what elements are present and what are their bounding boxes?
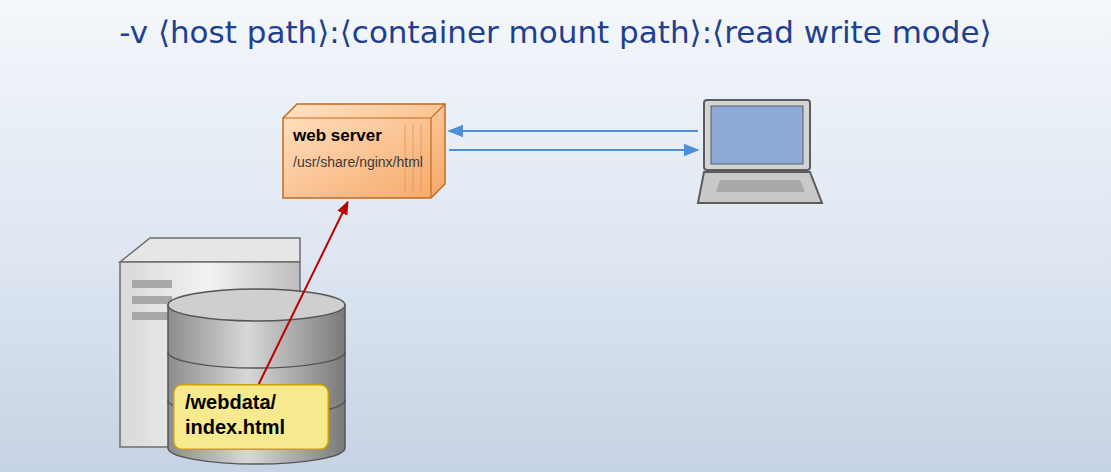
node-detail: /usr/share/nginx/html <box>293 154 435 170</box>
text-group: /webdata/ index.html <box>185 390 311 440</box>
laptop-icon <box>698 100 822 203</box>
database-cylinder <box>168 289 345 464</box>
container-shape <box>283 104 445 198</box>
node-title: /webdata/ index.html <box>185 390 311 440</box>
title-text: -v ⟨host path⟩:⟨container mount path⟩:⟨r… <box>119 14 991 50</box>
container-box: web server/usr/share/nginx/html <box>283 104 445 198</box>
mount-arrow <box>259 202 348 384</box>
request-arrow <box>449 130 698 132</box>
response-arrow <box>449 149 698 151</box>
text-group: web server/usr/share/nginx/html <box>293 126 435 170</box>
host-path-label: /webdata/ index.html <box>173 384 329 450</box>
node-title: web server <box>293 126 435 146</box>
title: -v ⟨host path⟩:⟨container mount path⟩:⟨r… <box>0 14 1111 50</box>
